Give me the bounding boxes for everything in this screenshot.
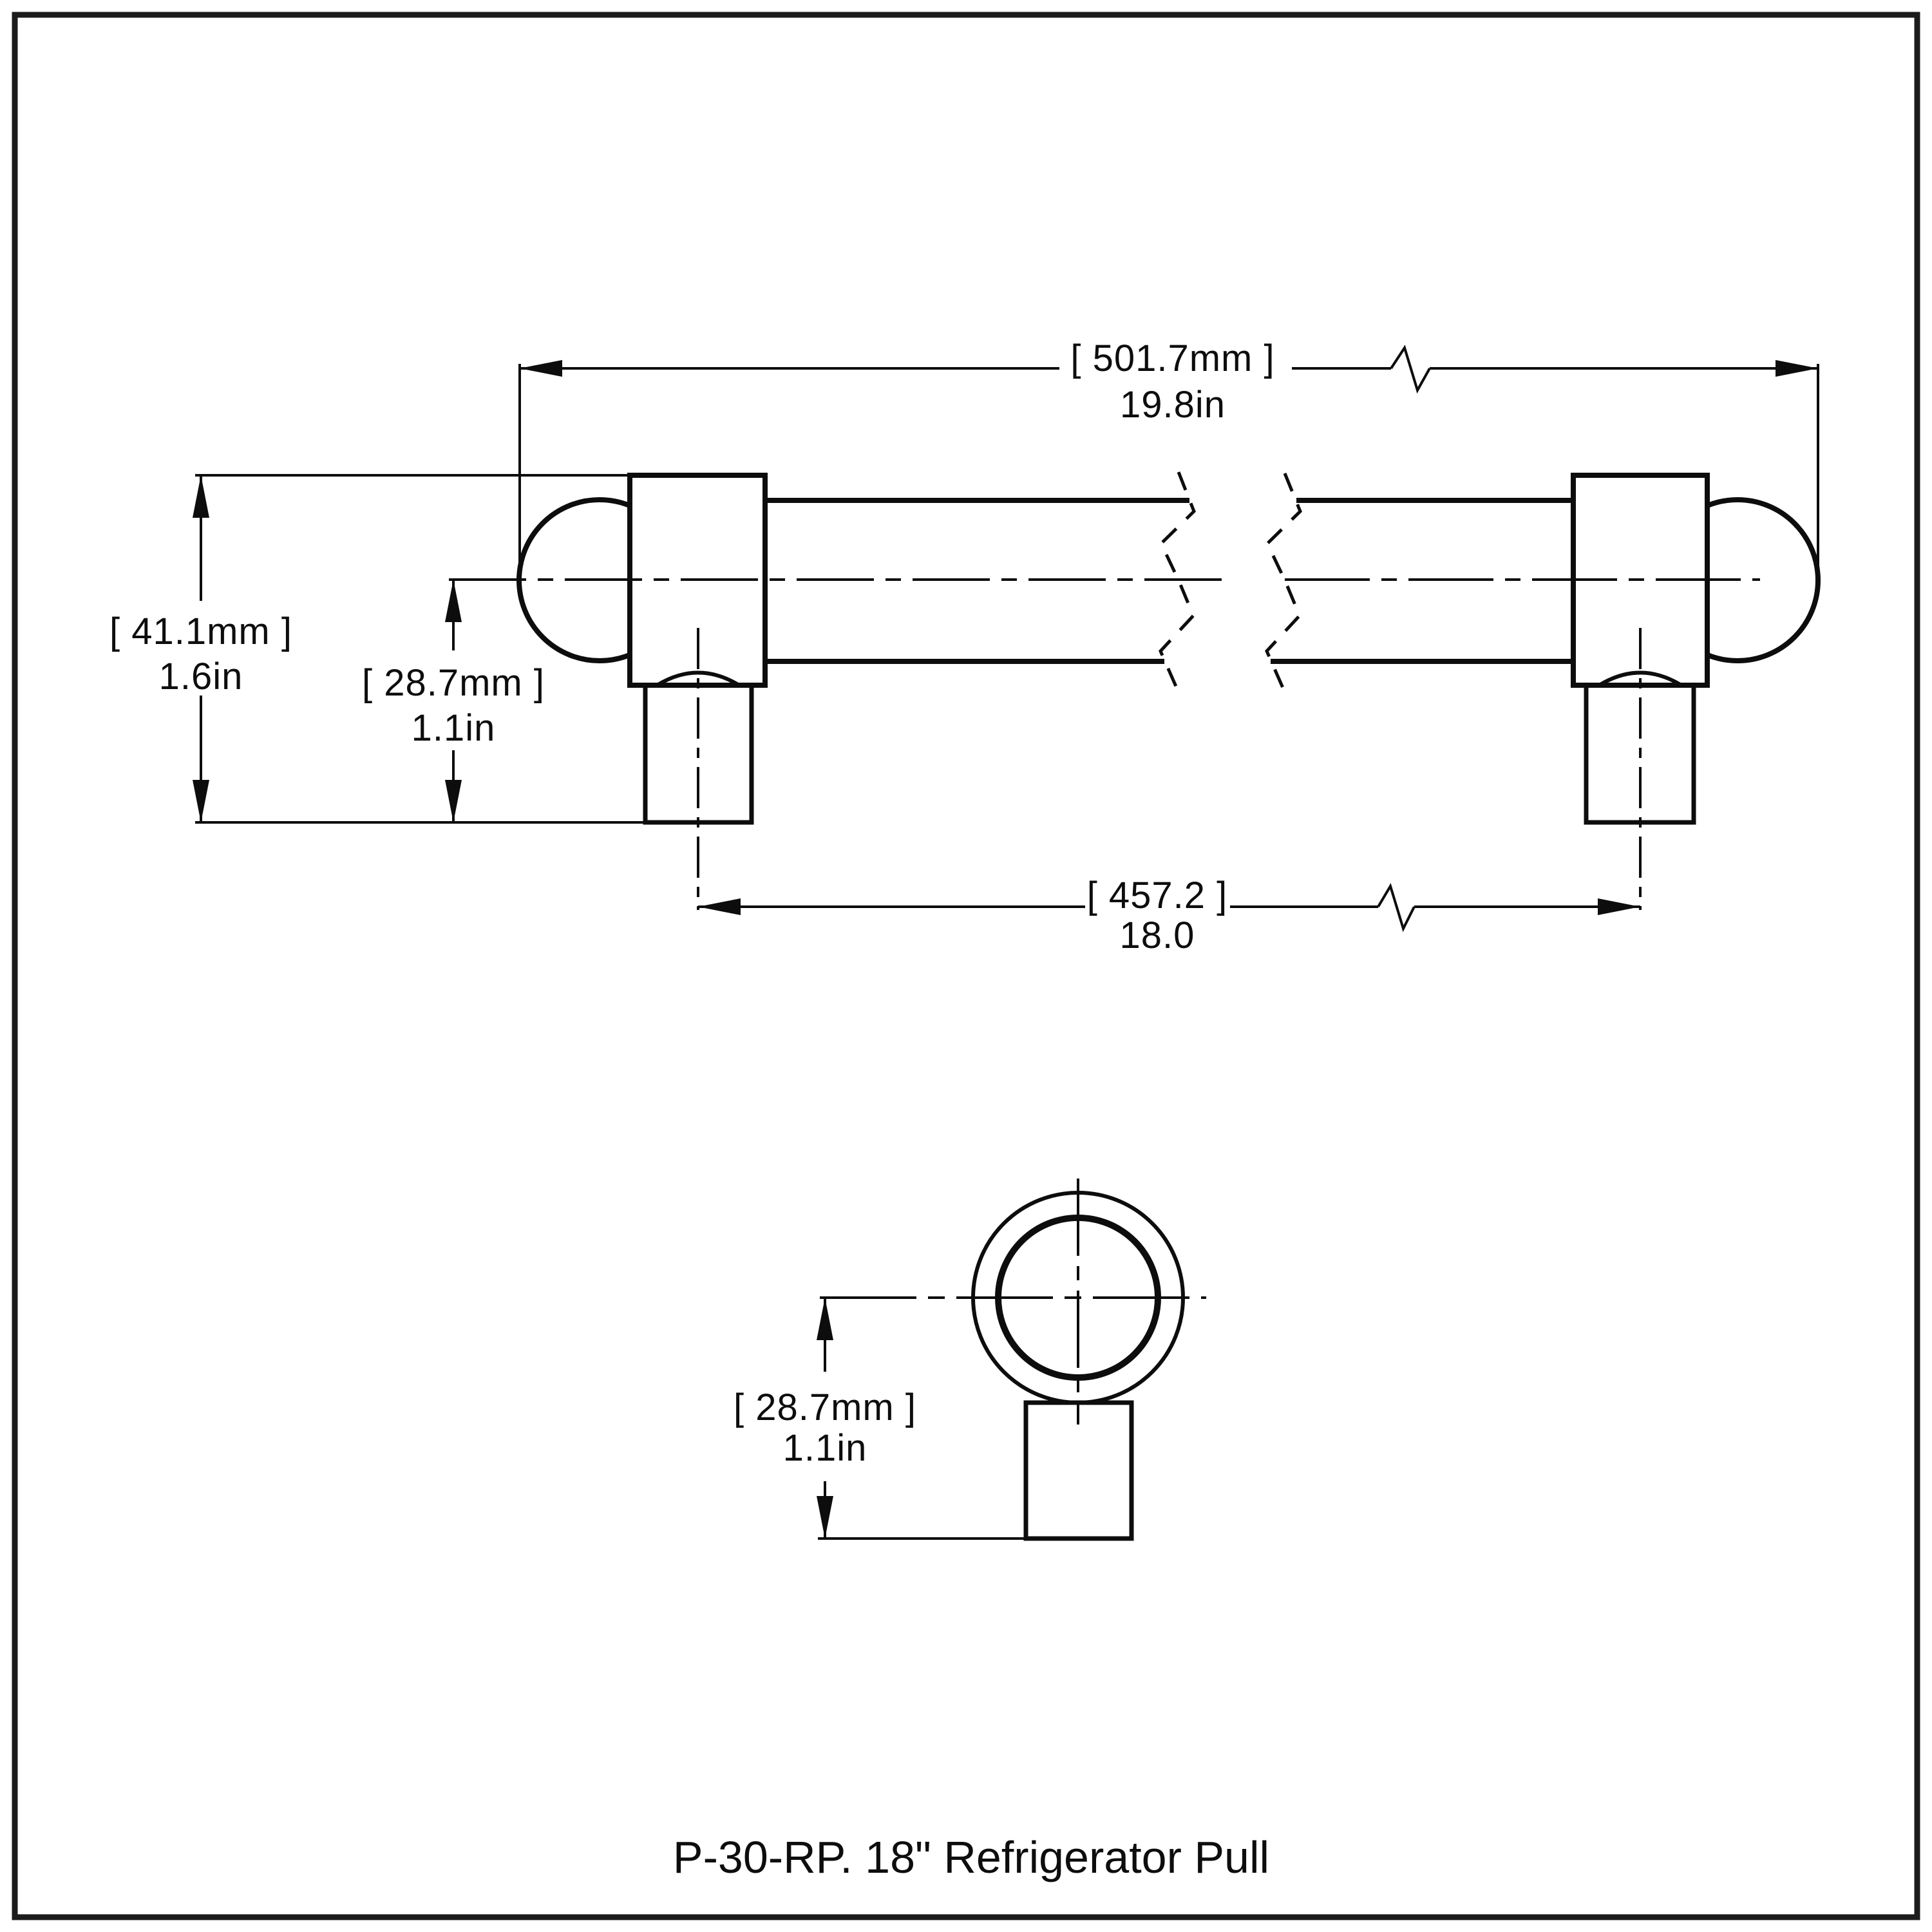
dim-length-imperial: 19.8in: [1120, 384, 1226, 426]
bottom-view: [820, 1179, 1206, 1541]
dim-c2b-front-metric: [ 28.7mm ]: [362, 662, 545, 704]
front-view: [449, 471, 1821, 910]
dimension-overall-height: [ 41.1mm ] 1.6in: [109, 474, 645, 824]
dim-height-metric: [ 41.1mm ]: [109, 611, 292, 652]
dimension-overall-length: [ 501.7mm ] 19.8in: [518, 337, 1819, 567]
right-break-line: [1265, 473, 1302, 689]
dim-height-imperial: 1.6in: [159, 656, 243, 697]
arrowhead-up: [445, 580, 462, 622]
left-break-line: [1159, 471, 1196, 689]
arrowhead-down: [817, 1496, 833, 1539]
dimension-break-symbol: [1377, 883, 1416, 933]
dimension-center-to-base-bottom: [ 28.7mm ] 1.1in: [734, 1298, 1026, 1540]
arrowhead-right: [1776, 360, 1818, 377]
arrowhead-right: [1598, 898, 1640, 915]
handle-bar: [765, 498, 1573, 664]
arrowhead-down: [193, 780, 209, 822]
arrowhead-left: [698, 898, 741, 915]
arrowhead-up: [817, 1298, 833, 1340]
dim-spacing-metric: [ 457.2 ]: [1087, 875, 1228, 916]
page-frame-border: [12, 12, 1920, 1920]
dimension-center-to-base-front: [ 28.7mm ] 1.1in: [362, 580, 545, 822]
dim-c2b-bottom-metric: [ 28.7mm ]: [734, 1387, 916, 1428]
dim-c2b-front-imperial: 1.1in: [412, 707, 496, 749]
arrowhead-up: [193, 475, 209, 518]
dimension-hole-spacing: [ 457.2 ] 18.0: [698, 875, 1640, 956]
dim-length-metric: [ 501.7mm ]: [1070, 337, 1274, 379]
right-post-arc: [1599, 670, 1681, 687]
drawing-title: P-30-RP. 18" Refrigerator Pull: [673, 1832, 1269, 1882]
arrowhead-left: [520, 360, 562, 377]
left-post-arc: [657, 670, 739, 687]
arrowhead-down: [445, 780, 462, 822]
dimension-break-symbol: [1390, 345, 1431, 394]
dim-c2b-bottom-imperial: 1.1in: [783, 1427, 867, 1469]
dim-spacing-imperial: 18.0: [1120, 914, 1195, 956]
